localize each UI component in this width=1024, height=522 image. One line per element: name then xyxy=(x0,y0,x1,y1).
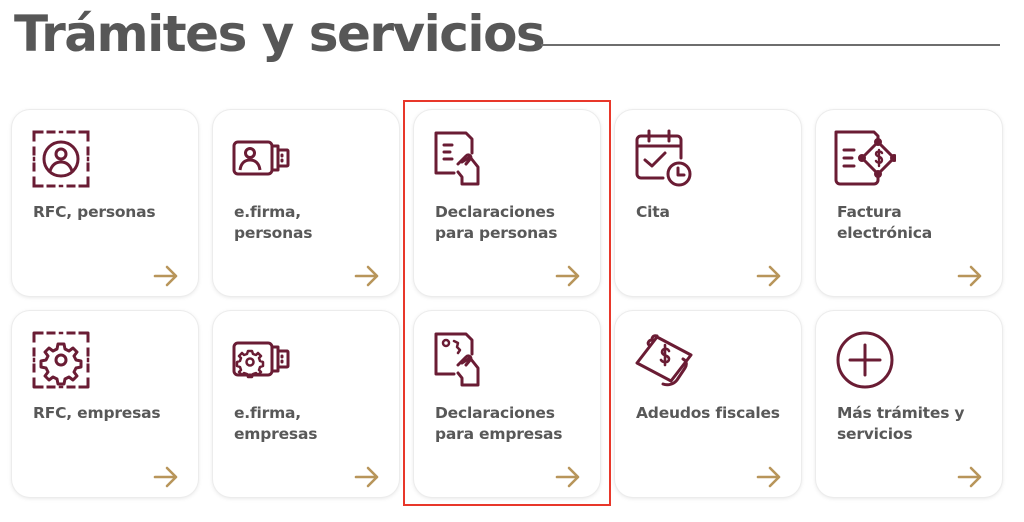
card-rfc-empresas[interactable]: RFC, empresas xyxy=(12,311,198,497)
card-label: Cita xyxy=(636,203,670,221)
arrow-right-icon[interactable] xyxy=(153,466,179,488)
qr-person-icon xyxy=(30,128,92,190)
card-cita[interactable]: Cita xyxy=(615,110,801,296)
card-label: Adeudos fiscales xyxy=(636,404,780,422)
card-declaraciones-personas[interactable]: Declaraciones para personas xyxy=(414,110,600,296)
usb-gear-icon xyxy=(231,329,293,391)
card-declaraciones-empresas[interactable]: Declaraciones para empresas xyxy=(414,311,600,497)
arrow-right-icon[interactable] xyxy=(957,466,983,488)
card-label: e.firma, empresas xyxy=(234,404,318,443)
arrow-right-icon[interactable] xyxy=(153,265,179,287)
title-divider xyxy=(541,44,1000,46)
card-label: RFC, empresas xyxy=(33,404,161,422)
card-efirma-personas[interactable]: e.firma, personas xyxy=(213,110,399,296)
usb-person-icon xyxy=(231,128,293,190)
calendar-check-clock-icon xyxy=(633,128,695,190)
invoice-dollar-icon xyxy=(834,128,896,190)
arrow-right-icon[interactable] xyxy=(756,466,782,488)
document-hand-icon xyxy=(432,128,494,190)
arrow-right-icon[interactable] xyxy=(555,265,581,287)
card-efirma-empresas[interactable]: e.firma, empresas xyxy=(213,311,399,497)
card-rfc-personas[interactable]: RFC, personas xyxy=(12,110,198,296)
card-label: Declaraciones para empresas xyxy=(435,404,563,443)
page-title: Trámites y servicios xyxy=(14,5,546,63)
plus-circle-icon xyxy=(834,329,896,391)
card-label: e.firma, personas xyxy=(234,203,313,242)
document-gear-hand-icon xyxy=(432,329,494,391)
arrow-right-icon[interactable] xyxy=(354,466,380,488)
card-adeudos-fiscales[interactable]: Adeudos fiscales xyxy=(615,311,801,497)
card-label: Factura electrónica xyxy=(837,203,933,242)
hand-money-icon xyxy=(633,329,695,391)
arrow-right-icon[interactable] xyxy=(555,466,581,488)
qr-gear-icon xyxy=(30,329,92,391)
card-factura-electronica[interactable]: Factura electrónica xyxy=(816,110,1002,296)
card-label: Declaraciones para personas xyxy=(435,203,558,242)
card-label: RFC, personas xyxy=(33,203,156,221)
arrow-right-icon[interactable] xyxy=(957,265,983,287)
card-label: Más trámites y servicios xyxy=(837,404,965,443)
arrow-right-icon[interactable] xyxy=(756,265,782,287)
arrow-right-icon[interactable] xyxy=(354,265,380,287)
card-mas-tramites[interactable]: Más trámites y servicios xyxy=(816,311,1002,497)
